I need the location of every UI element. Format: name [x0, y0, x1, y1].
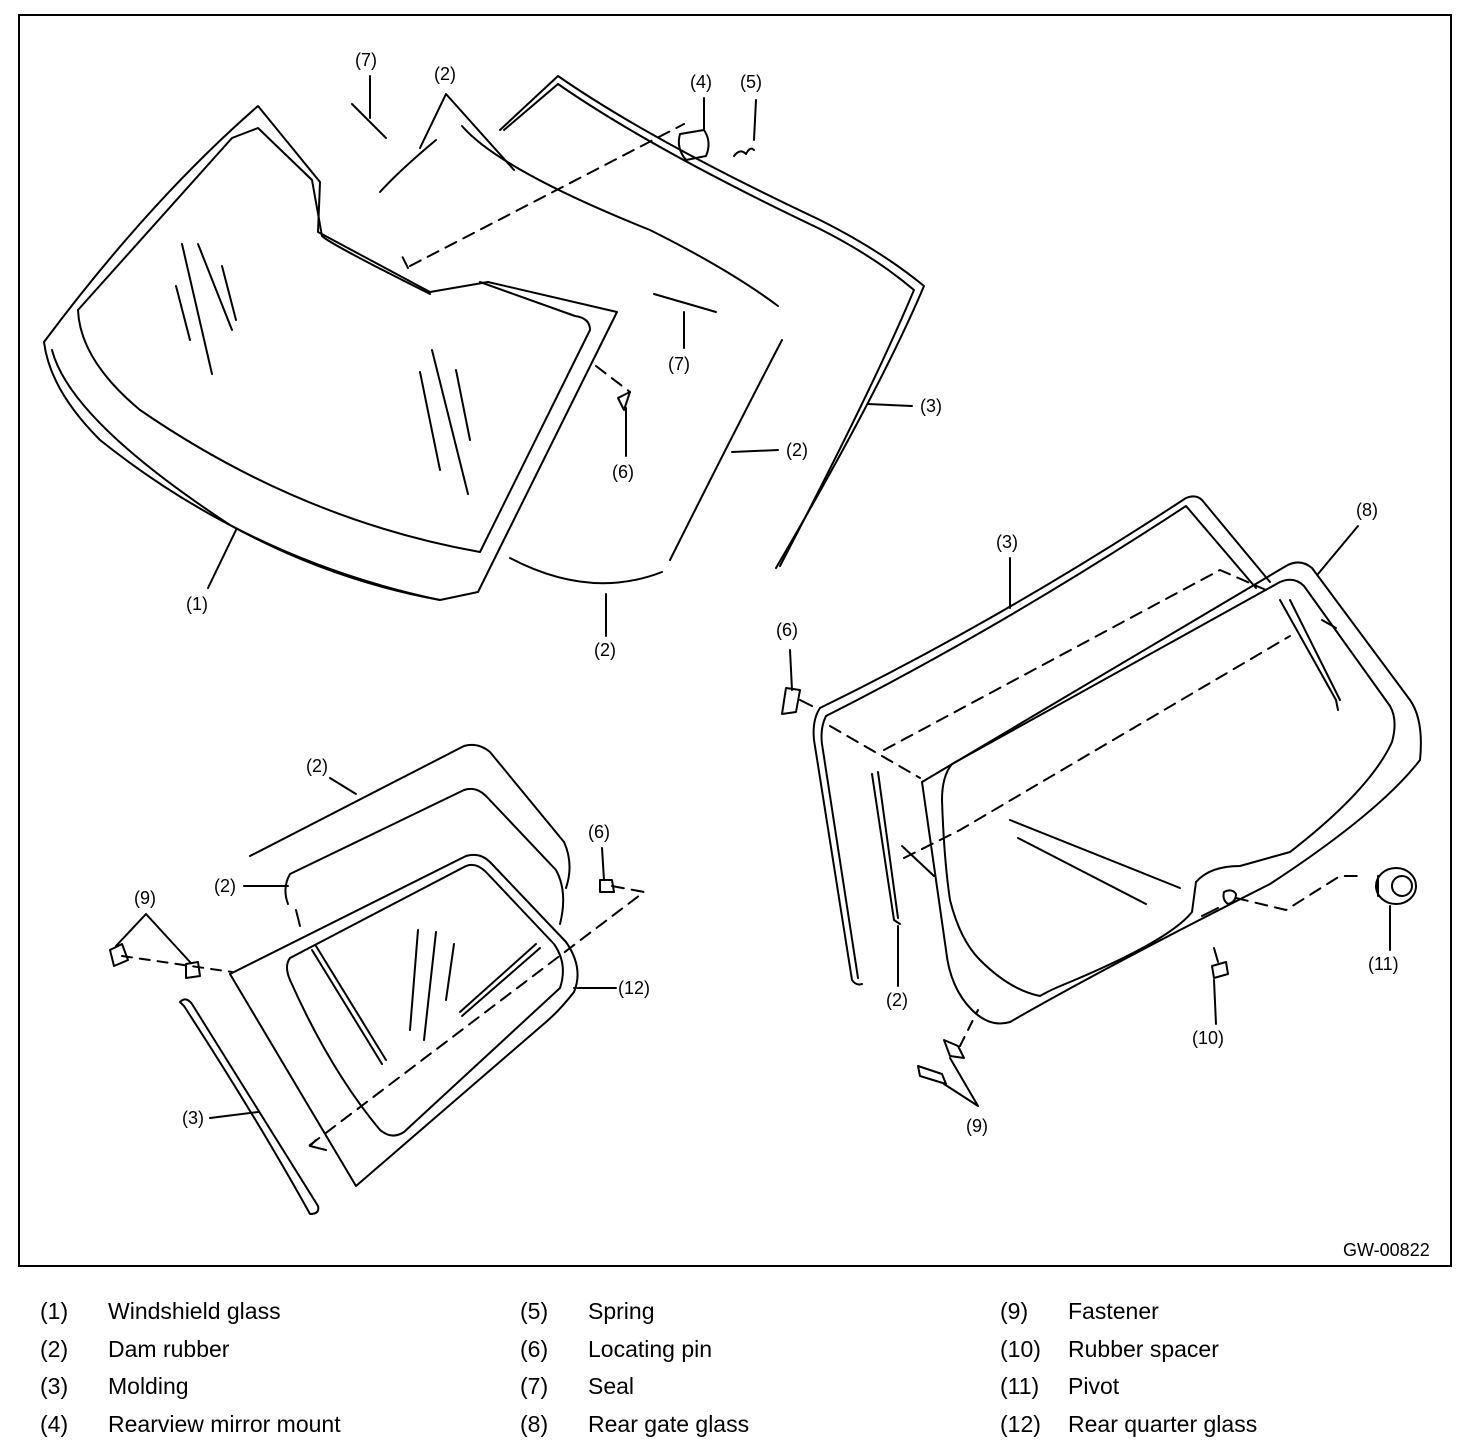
callout-2-top: (2) — [434, 64, 456, 84]
callout-10: (10) — [1192, 1028, 1224, 1048]
callout-6-gate: (6) — [776, 620, 798, 640]
mirror-mount-and-spring — [399, 123, 755, 411]
rear-gate-dam-rubber — [871, 771, 901, 925]
diagram-frame — [18, 14, 1452, 1267]
legend-number: (2) — [40, 1336, 69, 1362]
quarter-fasteners — [109, 879, 645, 1151]
callout-6-windshield: (6) — [612, 462, 634, 482]
legend-number: (11) — [1000, 1373, 1040, 1399]
legend-number: (4) — [40, 1411, 69, 1437]
legend-label: Pivot — [1068, 1373, 1120, 1399]
legend-number: (10) — [1000, 1336, 1041, 1362]
callout-4: (4) — [690, 72, 712, 92]
callout-2-quarter-top: (2) — [306, 756, 328, 776]
legend-number: (6) — [520, 1336, 549, 1362]
rear-gate-glass — [921, 561, 1422, 1025]
legend-number: (1) — [40, 1298, 69, 1324]
legend-label: Molding — [108, 1373, 189, 1399]
rear-gate-fasteners-and-pins — [781, 569, 1363, 1085]
callout-11: (11) — [1368, 954, 1399, 974]
legend-label: Rear gate glass — [588, 1411, 750, 1437]
callout-3-windshield: (3) — [920, 396, 942, 416]
legend-number: (3) — [40, 1373, 69, 1399]
legend-label: Windshield glass — [108, 1298, 281, 1324]
windshield-glass — [43, 105, 618, 601]
legend-label: Locating pin — [588, 1336, 713, 1362]
callout-2-gate: (2) — [886, 990, 908, 1010]
callout-7-mid: (7) — [668, 354, 690, 374]
exploded-glass-diagram: (7) (2) (4) (5) (7) (3) (2) (6) (1) (2) … — [43, 50, 1422, 1215]
legend-label: Rearview mirror mount — [108, 1411, 341, 1437]
callout-1: (1) — [186, 594, 208, 614]
windshield-dam-rubber — [379, 125, 783, 585]
legend-label: Fastener — [1068, 1298, 1159, 1324]
callout-9-gate: (9) — [966, 1116, 988, 1136]
callout-2-bottom: (2) — [594, 640, 616, 660]
callout-2-quarter: (2) — [214, 876, 236, 896]
legend-number: (5) — [520, 1298, 549, 1324]
rear-quarter-glass — [229, 853, 579, 1187]
legend-label: Dam rubber — [108, 1336, 230, 1362]
callout-5: (5) — [740, 72, 762, 92]
callout-12: (12) — [618, 978, 650, 998]
callout-7-top: (7) — [355, 50, 377, 70]
pivot — [1375, 867, 1417, 905]
legend-label: Rear quarter glass — [1068, 1411, 1258, 1437]
windshield-seal — [351, 103, 717, 313]
callout-3-gate: (3) — [996, 532, 1018, 552]
legend-label: Seal — [588, 1373, 635, 1399]
legend-number: (8) — [520, 1411, 549, 1437]
quarter-molding — [179, 998, 320, 1215]
legend-label: Rubber spacer — [1068, 1336, 1219, 1362]
legend-number: (9) — [1000, 1298, 1029, 1324]
callout-9-quarter: (9) — [134, 888, 156, 908]
figure-id: GW-00822 — [1343, 1240, 1430, 1260]
windshield-molding — [499, 75, 925, 569]
parts-legend: (1) Windshield glass (2) Dam rubber (3) Moldi… — [0, 1290, 1472, 1450]
legend-number: (7) — [520, 1373, 549, 1399]
callout-8: (8) — [1356, 500, 1378, 520]
legend-label: Spring — [588, 1298, 655, 1324]
quarter-dam-rubber — [249, 743, 571, 927]
legend-number: (12) — [1000, 1411, 1041, 1437]
rear-gate-molding — [812, 495, 1271, 986]
callout-2-right: (2) — [786, 440, 808, 460]
callout-3-quarter: (3) — [182, 1108, 204, 1128]
callout-6-quarter: (6) — [588, 822, 610, 842]
